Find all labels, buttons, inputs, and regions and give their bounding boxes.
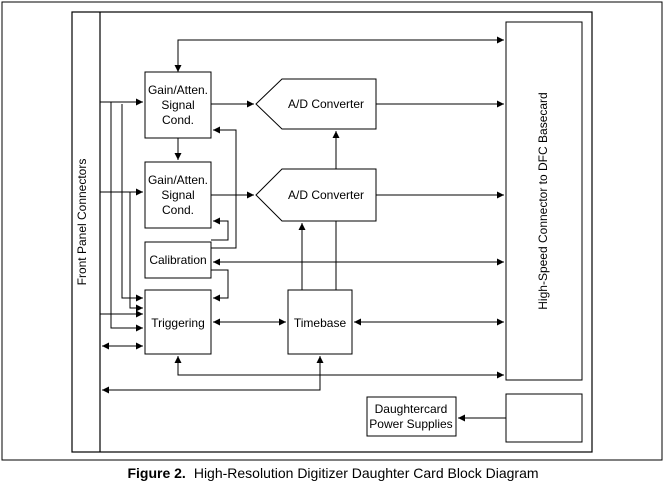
connections [100,36,506,422]
outer-frame [1,1,663,461]
bus-top [174,36,504,72]
figure-title: High-Resolution Digitizer Daughter Card … [193,465,539,481]
gain-atten-block-2: Gain/Atten. Signal Cond. [144,161,212,229]
power-supplies-block: Daughtercard Power Supplies [366,396,457,437]
gain-atten-block-1: Gain/Atten. Signal Cond. [144,71,212,139]
adc1-label: A/D Converter [288,97,364,111]
bus-to-front-panel [102,375,321,394]
cal-to-trig [211,269,229,302]
trig-bus [174,356,504,379]
tap1-to-trig [110,102,143,332]
adc2-label: A/D Converter [288,188,364,202]
figure-caption: Figure 2. High-Resolution Digitizer Daugh… [0,465,666,481]
front-panel-label: Front Panel Connectors [75,159,89,286]
timebase-label: Timebase [294,316,347,330]
gain2-line3: Cond. [162,203,194,217]
adc-block-1: A/D Converter [255,78,377,130]
card-frame [71,11,593,453]
power-line2: Power Supplies [369,417,452,431]
calibration-block: Calibration [144,241,212,279]
tap3-to-trig [129,192,143,312]
figure-number: Figure 2. [127,465,186,481]
cal-to-gain1 [211,126,237,249]
gain1-line1: Gain/Atten. [148,83,208,97]
basecard-label: High-Speed Connector to DFC Basecard [536,92,550,309]
triggering-block: Triggering [144,289,212,355]
adc-block-2: A/D Converter [255,168,377,222]
basecard-block: High-Speed Connector to DFC Basecard [505,21,583,381]
triggering-label: Triggering [151,316,205,330]
timebase-block: Timebase [287,289,353,355]
calibration-label: Calibration [149,253,206,267]
aux-block [505,393,583,443]
gain1-line2: Signal [161,98,194,112]
block-diagram: Front Panel Connectors Gain/Atten. Signa… [1,1,663,461]
power-line1: Daughtercard [375,402,448,416]
tap2-to-trig [121,104,143,302]
gain2-line1: Gain/Atten. [148,173,208,187]
gain1-line3: Cond. [162,113,194,127]
gain2-line2: Signal [161,188,194,202]
cal-to-gain2 [211,217,229,241]
